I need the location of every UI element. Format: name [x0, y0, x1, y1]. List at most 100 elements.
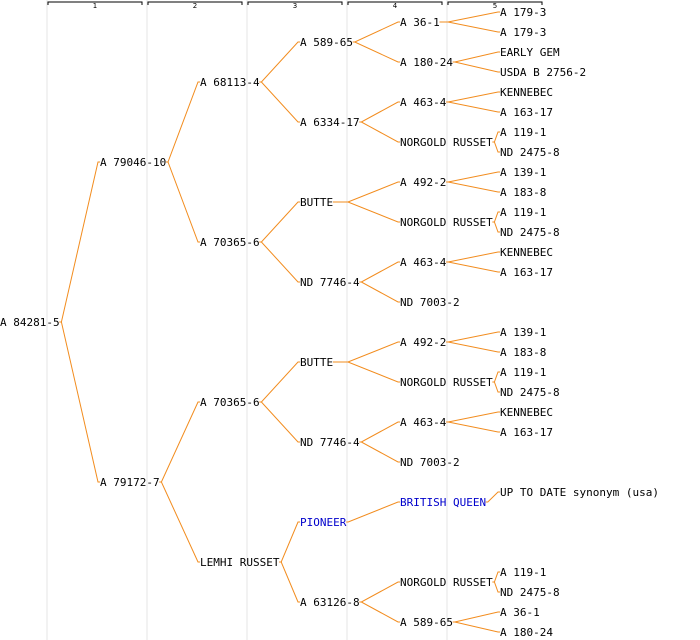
pedigree-edge — [333, 341, 400, 363]
pedigree-node: KENNEBEC — [500, 86, 553, 99]
pedigree-edge — [446, 261, 500, 273]
pedigree-node: ND 2475-8 — [500, 586, 560, 599]
pedigree-edge — [259, 361, 300, 403]
pedigree-edge — [259, 201, 300, 243]
pedigree-node: UP TO DATE synonym (usa) — [500, 486, 659, 499]
pedigree-edge — [159, 481, 200, 563]
pedigree-node: A 463-4 — [400, 416, 447, 429]
pedigree-node: A 79046-10 — [100, 156, 166, 169]
pedigree-link-node[interactable]: BRITISH QUEEN — [400, 496, 486, 509]
pedigree-edge — [492, 371, 500, 383]
pedigree-edge — [259, 81, 300, 123]
column-header-bracket — [347, 1, 443, 5]
pedigree-node: KENNEBEC — [500, 246, 553, 259]
pedigree-edge — [59, 321, 100, 483]
pedigree-node: EARLY GEM — [500, 46, 560, 59]
column-separators — [46, 0, 448, 640]
pedigree-edge — [259, 401, 300, 443]
tree-edges — [59, 11, 500, 633]
pedigree-edge — [439, 21, 500, 33]
pedigree-edge — [59, 161, 100, 323]
pedigree-node: ND 7003-2 — [400, 296, 460, 309]
pedigree-edge — [359, 581, 400, 603]
pedigree-node: A 63126-8 — [300, 596, 360, 609]
pedigree-node: ND 7003-2 — [400, 456, 460, 469]
pedigree-edge — [492, 581, 500, 593]
pedigree-edge — [452, 611, 500, 623]
pedigree-node: A 36-1 — [400, 16, 440, 29]
pedigree-node: A 119-1 — [500, 126, 546, 139]
pedigree-node: LEMHI RUSSET — [200, 556, 280, 569]
pedigree-edge — [439, 11, 500, 23]
column-header-bracket — [47, 1, 143, 5]
pedigree-edge — [346, 501, 400, 523]
pedigree-node: A 492-2 — [400, 176, 446, 189]
pedigree-node: USDA B 2756-2 — [500, 66, 586, 79]
pedigree-node: A 84281-5 — [0, 316, 60, 329]
pedigree-node: ND 7746-4 — [300, 276, 360, 289]
column-header-bracket — [147, 1, 243, 5]
pedigree-edge — [352, 21, 400, 43]
column-header-bracket — [247, 1, 343, 5]
pedigree-edge — [279, 521, 300, 563]
pedigree-node: A 70365-6 — [200, 396, 260, 409]
pedigree-node: A 463-4 — [400, 96, 447, 109]
column-number: 1 — [93, 2, 97, 10]
pedigree-node: A 139-1 — [500, 166, 546, 179]
pedigree-edge — [446, 181, 500, 193]
pedigree-edge — [333, 361, 400, 383]
pedigree-edge — [166, 81, 200, 163]
pedigree-node: A 589-65 — [400, 616, 453, 629]
pedigree-node: A 68113-4 — [200, 76, 260, 89]
pedigree-edge — [452, 51, 500, 63]
pedigree-edge — [359, 601, 400, 623]
pedigree-edge — [446, 331, 500, 343]
pedigree-edge — [359, 441, 400, 463]
pedigree-node: NORGOLD RUSSET — [400, 216, 493, 229]
pedigree-node: NORGOLD RUSSET — [400, 136, 493, 149]
pedigree-edge — [359, 101, 400, 123]
pedigree-edge — [352, 41, 400, 63]
pedigree-node: A 492-2 — [400, 336, 446, 349]
pedigree-node: ND 7746-4 — [300, 436, 360, 449]
column-number: 3 — [293, 2, 297, 10]
column-number: 5 — [493, 2, 497, 10]
pedigree-node: A 180-24 — [400, 56, 453, 69]
pedigree-edge — [259, 241, 300, 283]
pedigree-node: A 183-8 — [500, 186, 546, 199]
pedigree-node: A 163-17 — [500, 426, 553, 439]
pedigree-edge — [279, 561, 300, 603]
pedigree-edge — [492, 131, 500, 143]
pedigree-node: A 119-1 — [500, 366, 546, 379]
column-number: 4 — [393, 2, 398, 10]
pedigree-edge — [446, 411, 500, 423]
pedigree-link-node[interactable]: PIONEER — [300, 516, 347, 529]
pedigree-edge — [452, 61, 500, 73]
pedigree-edge — [446, 171, 500, 183]
pedigree-edge — [492, 211, 500, 223]
pedigree-edge — [446, 421, 500, 433]
pedigree-node: A 70365-6 — [200, 236, 260, 249]
pedigree-edge — [446, 251, 500, 263]
column-header-bracket — [447, 1, 543, 5]
pedigree-edge — [159, 401, 200, 483]
pedigree-node: BUTTE — [300, 196, 333, 209]
pedigree-edge — [485, 491, 500, 503]
pedigree-edge — [492, 221, 500, 233]
pedigree-node: KENNEBEC — [500, 406, 553, 419]
pedigree-node: A 139-1 — [500, 326, 546, 339]
pedigree-node: ND 2475-8 — [500, 386, 560, 399]
pedigree-node: A 119-1 — [500, 206, 546, 219]
tree-nodes: A 84281-5 A 79046-10 A 68113-4 A 589-65 A 36… — [0, 6, 659, 639]
pedigree-edge — [359, 261, 400, 283]
pedigree-node: ND 2475-8 — [500, 146, 560, 159]
pedigree-edge — [492, 381, 500, 393]
pedigree-node: A 79172-7 — [100, 476, 160, 489]
pedigree-node: A 163-17 — [500, 266, 553, 279]
pedigree-edge — [492, 141, 500, 153]
pedigree-node: A 163-17 — [500, 106, 553, 119]
pedigree-node: A 589-65 — [300, 36, 353, 49]
pedigree-edge — [452, 621, 500, 633]
